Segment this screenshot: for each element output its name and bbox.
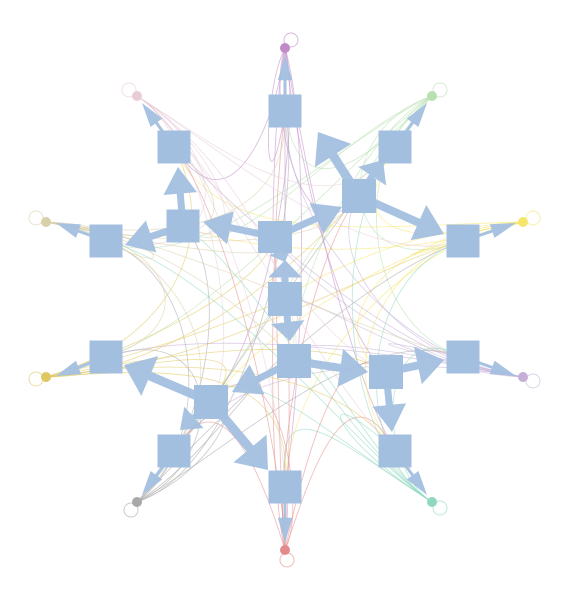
outer-node-right-upper — [518, 217, 528, 227]
node-box-left-upper — [89, 224, 123, 258]
flow-line — [136, 225, 210, 503]
flow-line — [105, 240, 190, 503]
node-box-top-right — [378, 130, 412, 164]
node-box-center-upper — [258, 221, 292, 253]
flow-line — [284, 416, 396, 551]
flow-line — [136, 410, 226, 503]
flow-arrow — [268, 260, 302, 299]
self-loop — [525, 210, 541, 226]
flow-line — [136, 95, 286, 488]
outer-node-bottom-left — [132, 497, 142, 507]
node-box-center — [268, 282, 302, 316]
flow-arrow — [203, 211, 276, 245]
flow-arrow — [163, 167, 197, 227]
flow-line — [268, 47, 286, 162]
self-loop — [525, 373, 541, 389]
self-loop — [283, 32, 299, 48]
node-box-right-upper — [446, 224, 480, 258]
outer-node-top-left — [132, 91, 142, 101]
node-box-top — [268, 94, 302, 128]
flow-arrow — [293, 348, 368, 387]
node-box-bottom-right — [378, 434, 412, 468]
flow-line — [45, 221, 202, 452]
node-box-mid-lower-right — [369, 355, 403, 389]
flow-arrow — [277, 487, 293, 543]
flow-arrow — [124, 356, 213, 407]
flow-line — [136, 95, 225, 403]
outer-node-top-right — [427, 91, 437, 101]
flow-line — [340, 413, 433, 503]
node-box-mid-lower-left — [194, 385, 228, 419]
flow-line — [136, 110, 290, 503]
node-boxes — [89, 94, 480, 504]
node-box-center-lower — [277, 344, 311, 378]
flow-arrow — [277, 55, 293, 111]
self-loop — [432, 500, 448, 516]
flow-line — [292, 95, 433, 362]
node-box-right-lower — [446, 340, 480, 374]
node-box-left-lower — [89, 340, 123, 374]
self-loop — [121, 82, 137, 98]
self-loop — [432, 82, 448, 98]
flow-line — [284, 362, 387, 551]
self-loop — [279, 552, 295, 568]
outer-node-left-lower — [41, 372, 51, 382]
self-loop — [123, 502, 139, 518]
outer-node-bottom-right — [427, 497, 437, 507]
node-box-top-left — [157, 130, 191, 164]
outer-node-bottom — [280, 545, 290, 555]
flow-line — [45, 236, 276, 378]
flow-line — [210, 383, 294, 551]
self-loop — [28, 210, 44, 226]
flow-arrow — [357, 192, 444, 241]
flow-arrow — [372, 371, 407, 432]
node-box-bottom — [268, 470, 302, 504]
node-box-bottom-left — [157, 434, 191, 468]
flow-line — [272, 110, 286, 551]
flow-line — [136, 95, 464, 247]
flow-line — [136, 95, 396, 187]
outer-node-right-lower — [518, 372, 528, 382]
self-loops — [28, 32, 541, 568]
flow-arrow — [271, 298, 305, 341]
self-loop — [28, 371, 44, 387]
node-box-left-upper-inner — [166, 209, 200, 243]
flow-line — [356, 221, 524, 373]
outer-node-left-upper — [41, 217, 51, 227]
outer-node-top — [280, 43, 290, 53]
flow-line — [173, 146, 286, 551]
flow-arrow — [385, 346, 444, 385]
outer-nodes — [41, 43, 528, 555]
node-box-mid-upper-right — [342, 179, 376, 213]
flow-line — [182, 95, 433, 238]
flow-line — [284, 47, 302, 488]
